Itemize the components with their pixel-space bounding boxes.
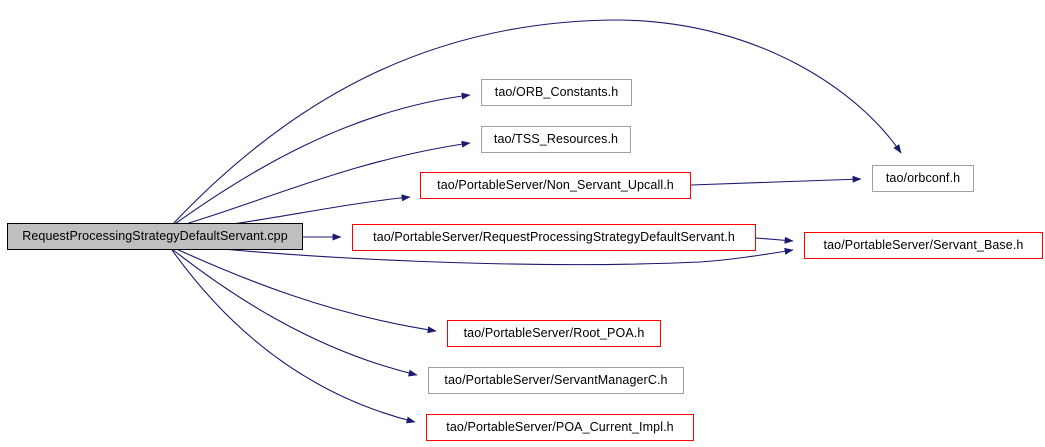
graph-node-orb_constants[interactable]: tao/ORB_Constants.h (481, 79, 632, 106)
graph-node-label: tao/PortableServer/Servant_Base.h (823, 238, 1024, 253)
graph-edge-root-to-servant_base (171, 243, 794, 266)
graph-node-orbconf[interactable]: tao/orbconf.h (872, 165, 974, 192)
graph-node-label: RequestProcessingStrategyDefaultServant.… (22, 229, 288, 244)
graph-node-servant_manager_c[interactable]: tao/PortableServer/ServantManagerC.h (428, 367, 684, 394)
graph-node-label: tao/PortableServer/Root_POA.h (463, 326, 645, 341)
graph-node-poa_current_impl[interactable]: tao/PortableServer/POA_Current_Impl.h (426, 414, 694, 441)
graph-node-label: tao/PortableServer/RequestProcessingStra… (373, 230, 735, 245)
graph-node-tss_resources[interactable]: tao/TSS_Resources.h (481, 126, 631, 153)
graph-edge-root-to-poa_current_impl (171, 249, 416, 424)
graph-node-label: tao/PortableServer/ServantManagerC.h (444, 373, 668, 388)
graph-node-root: RequestProcessingStrategyDefaultServant.… (7, 223, 303, 250)
graph-node-label: tao/PortableServer/POA_Current_Impl.h (446, 420, 674, 435)
graph-edge-rpsds_h-to-servant_base (755, 236, 794, 244)
graph-edge-root-to-root_poa (171, 246, 437, 334)
graph-edge-root-to-tss_resources (171, 140, 471, 229)
graph-node-label: tao/orbconf.h (885, 171, 961, 186)
graph-edge-root-to-servant_manager_c (171, 248, 418, 377)
graph-node-root_poa[interactable]: tao/PortableServer/Root_POA.h (447, 320, 661, 347)
graph-node-label: tao/PortableServer/Non_Servant_Upcall.h (437, 178, 674, 193)
graph-edge-root-to-orb_constants (171, 92, 471, 227)
graph-node-label: tao/TSS_Resources.h (493, 132, 619, 147)
graph-edge-root-to-orbconf (171, 19, 902, 226)
graph-node-rpsds_h[interactable]: tao/PortableServer/RequestProcessingStra… (352, 224, 756, 251)
edges-group (171, 19, 902, 424)
graph-node-non_servant_upcall[interactable]: tao/PortableServer/Non_Servant_Upcall.h (420, 172, 691, 199)
graph-node-label: tao/ORB_Constants.h (494, 85, 619, 100)
graph-edge-non_servant_upcall-to-orbconf (690, 175, 862, 186)
graph-node-servant_base[interactable]: tao/PortableServer/Servant_Base.h (804, 232, 1043, 259)
